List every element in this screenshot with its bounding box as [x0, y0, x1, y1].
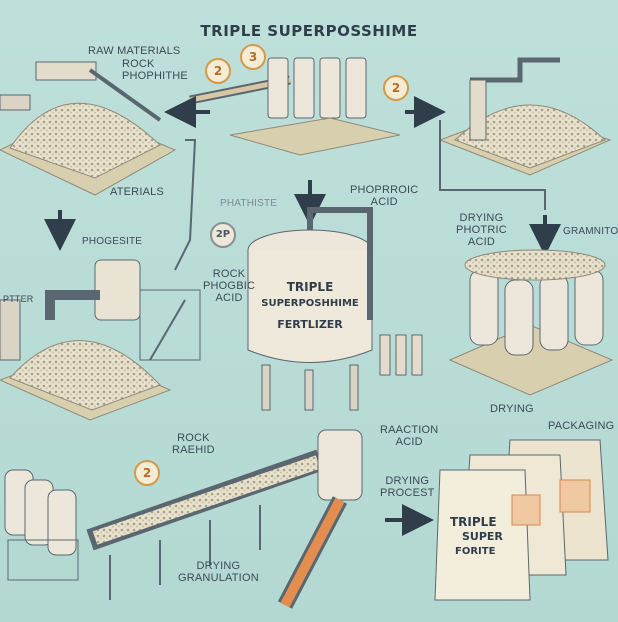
reactor-tank [247, 207, 423, 411]
tank-label-line1: TRIPLE [286, 280, 334, 294]
granulator [277, 429, 363, 609]
right-silos [448, 249, 614, 396]
label-raaction-acid: RAACTION ACID [380, 424, 439, 448]
top-silos [189, 57, 401, 156]
label-drying-photric-acid: DRYING PHOTRIC ACID [456, 212, 507, 248]
step-badge: 2P [210, 222, 236, 248]
raw-material-pile [0, 61, 177, 196]
flow-arrows [44, 96, 561, 536]
bottom-left-silos [4, 469, 79, 581]
step-badge: 2 [383, 75, 409, 101]
label-drying-granulation: DRYING GRANULATION [178, 560, 259, 584]
label-packaging: PACKAGING [548, 420, 615, 432]
label-drying: DRYING [490, 403, 534, 415]
bottom-conveyor [86, 449, 324, 600]
step-badge: 2 [134, 460, 160, 486]
label-phogesite: PHOGESITE [82, 236, 143, 247]
bag-label-line1: TRIPLE [450, 515, 497, 529]
bag-label-line2: SUPER [462, 530, 503, 543]
label-drying-procest: DRYING PROCEST [380, 475, 435, 499]
label-rock-phophithe: ROCK PHOPHITHE [122, 58, 188, 82]
left-platform [0, 259, 201, 421]
bag-label-line3: FORITE [455, 546, 496, 557]
label-raw-materials: RAW MATERIALS [88, 45, 181, 57]
step-badge: 2 [205, 58, 231, 84]
diagram-title: TRIPLE SUPERPOSSHIME [200, 22, 418, 40]
step-badge: 3 [240, 44, 266, 70]
label-rock-phogbic-acid: ROCK PHOGBIC ACID [203, 268, 256, 304]
tank-label-line2: SUPERPOSHHIME [261, 298, 359, 309]
drying-machinery [438, 57, 612, 176]
label-rock-raehid: ROCK RAEHID [172, 432, 215, 456]
label-phoprroic-acid: PHOPRROIC ACID [350, 184, 419, 208]
label-materials: ATERIALS [110, 186, 164, 198]
tank-label-line3: FERTLIZER [277, 318, 343, 331]
packaging-bags [434, 439, 609, 601]
label-gramnito: GRAMNITO [563, 226, 618, 237]
label-phathiste: PHATHISTE [220, 198, 278, 209]
label-ptter: PTTER [3, 294, 34, 304]
